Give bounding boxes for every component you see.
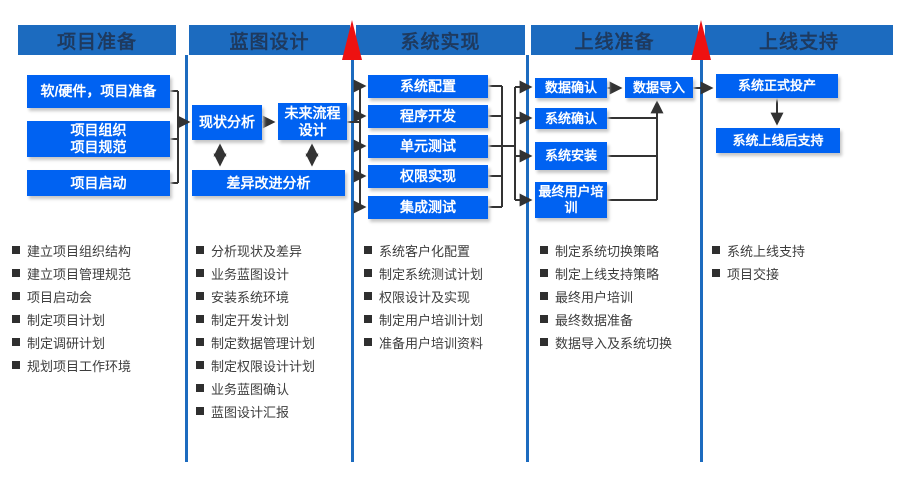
list-item: 最终用户培训: [540, 289, 710, 305]
task-list-project-preparation: 建立项目组织结构 建立项目管理规范 项目启动会 制定项目计划 制定调研计划 规划…: [12, 243, 182, 381]
box-project-org-standards: 项目组织 项目规范: [27, 121, 170, 157]
bullet-square-icon: [364, 292, 372, 300]
bullet-square-icon: [12, 246, 20, 254]
bullet-square-icon: [196, 246, 204, 254]
phase-divider: [185, 55, 188, 462]
box-hw-sw-project-prep: 软/硬件，项目准备: [27, 75, 170, 108]
bullet-square-icon: [196, 292, 204, 300]
milestone-triangle-icon: [691, 20, 711, 60]
box-program-development: 程序开发: [368, 105, 488, 128]
bullet-square-icon: [712, 269, 720, 277]
list-item: 业务蓝图确认: [196, 381, 366, 397]
bullet-square-icon: [196, 338, 204, 346]
milestone-triangle-icon: [342, 20, 362, 60]
phase-divider: [351, 55, 354, 462]
list-item: 业务蓝图设计: [196, 266, 366, 282]
list-item: 制定上线支持策略: [540, 266, 710, 282]
box-post-golive-support: 系统上线后支持: [716, 128, 840, 153]
bullet-square-icon: [12, 269, 20, 277]
list-item: 制定项目计划: [12, 312, 182, 328]
list-item: 建立项目组织结构: [12, 243, 182, 259]
list-item: 制定权限设计计划: [196, 358, 366, 374]
box-gap-improvement-analysis: 差异改进分析: [192, 170, 345, 196]
task-list-golive-support: 系统上线支持 项目交接: [712, 243, 882, 289]
list-item: 制定调研计划: [12, 335, 182, 351]
bullet-square-icon: [12, 338, 20, 346]
list-item: 蓝图设计汇报: [196, 404, 366, 420]
list-item: 准备用户培训资料: [364, 335, 534, 351]
box-system-confirmation: 系统确认: [535, 108, 607, 129]
list-item: 制定系统测试计划: [364, 266, 534, 282]
bullet-square-icon: [364, 246, 372, 254]
box-future-process-design: 未来流程设计: [278, 103, 347, 140]
box-authorization-realization: 权限实现: [368, 165, 488, 188]
phase-header-system-realization: 系统实现: [356, 25, 525, 55]
phase-header-project-preparation: 项目准备: [18, 25, 176, 55]
bullet-square-icon: [540, 269, 548, 277]
bullet-square-icon: [196, 384, 204, 392]
list-item: 分析现状及差异: [196, 243, 366, 259]
phase-header-golive-preparation: 上线准备: [531, 25, 698, 55]
bullet-square-icon: [540, 292, 548, 300]
list-item: 安装系统环境: [196, 289, 366, 305]
bullet-square-icon: [12, 292, 20, 300]
box-project-kickoff: 项目启动: [27, 170, 170, 196]
phase-header-golive-support: 上线支持: [705, 25, 893, 55]
task-list-golive-preparation: 制定系统切换策略 制定上线支持策略 最终用户培训 最终数据准备 数据导入及系统切…: [540, 243, 710, 358]
bullet-square-icon: [12, 315, 20, 323]
phase-divider: [526, 55, 529, 462]
box-integration-testing: 集成测试: [368, 196, 488, 219]
list-item: 制定系统切换策略: [540, 243, 710, 259]
box-data-confirmation: 数据确认: [535, 78, 607, 98]
box-system-installation: 系统安装: [535, 142, 607, 170]
bullet-square-icon: [196, 315, 204, 323]
list-item: 系统客户化配置: [364, 243, 534, 259]
box-unit-testing: 单元测试: [368, 135, 488, 158]
list-item: 制定开发计划: [196, 312, 366, 328]
task-list-blueprint-design: 分析现状及差异 业务蓝图设计 安装系统环境 制定开发计划 制定数据管理计划 制定…: [196, 243, 366, 427]
box-current-state-analysis: 现状分析: [192, 105, 262, 140]
bullet-square-icon: [12, 361, 20, 369]
list-item: 最终数据准备: [540, 312, 710, 328]
bullet-square-icon: [540, 246, 548, 254]
bullet-square-icon: [712, 246, 720, 254]
bullet-square-icon: [196, 269, 204, 277]
list-item: 规划项目工作环境: [12, 358, 182, 374]
list-item: 数据导入及系统切换: [540, 335, 710, 351]
bullet-square-icon: [364, 338, 372, 346]
box-end-user-training: 最终用户培训: [535, 182, 607, 218]
list-item: 系统上线支持: [712, 243, 882, 259]
list-item: 制定数据管理计划: [196, 335, 366, 351]
list-item: 项目交接: [712, 266, 882, 282]
task-list-system-realization: 系统客户化配置 制定系统测试计划 权限设计及实现 制定用户培训计划 准备用户培训…: [364, 243, 534, 358]
list-item: 项目启动会: [12, 289, 182, 305]
list-item: 权限设计及实现: [364, 289, 534, 305]
bullet-square-icon: [196, 407, 204, 415]
box-system-golive: 系统正式投产: [716, 74, 838, 98]
bullet-square-icon: [540, 315, 548, 323]
box-system-configuration: 系统配置: [368, 75, 488, 98]
bullet-square-icon: [364, 315, 372, 323]
box-data-import: 数据导入: [625, 77, 693, 98]
bullet-square-icon: [364, 269, 372, 277]
list-item: 制定用户培训计划: [364, 312, 534, 328]
phase-header-blueprint-design: 蓝图设计: [189, 25, 350, 55]
phase-divider: [700, 55, 703, 462]
list-item: 建立项目管理规范: [12, 266, 182, 282]
bullet-square-icon: [540, 338, 548, 346]
bullet-square-icon: [196, 361, 204, 369]
